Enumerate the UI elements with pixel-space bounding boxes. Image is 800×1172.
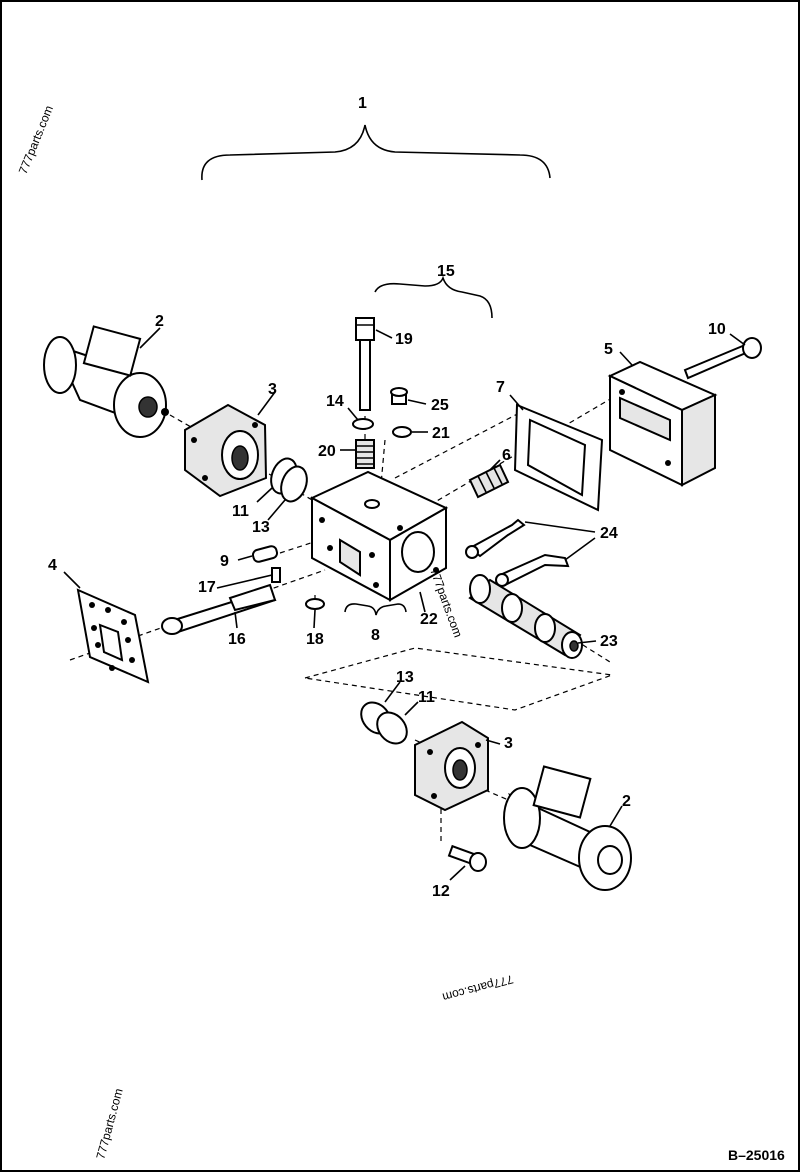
watermark: 777parts.com bbox=[93, 1087, 125, 1161]
leader bbox=[729, 333, 746, 346]
callout-4: 4 bbox=[48, 557, 57, 574]
callout-13-top: 13 bbox=[252, 519, 270, 536]
leader bbox=[485, 739, 501, 745]
gasket-7 bbox=[513, 403, 604, 512]
leader bbox=[63, 571, 81, 589]
leader bbox=[267, 499, 286, 521]
o-ring-14 bbox=[352, 418, 374, 430]
callout-12: 12 bbox=[432, 883, 450, 900]
callout-16: 16 bbox=[228, 631, 246, 648]
callout-25: 25 bbox=[431, 397, 449, 414]
leader bbox=[489, 459, 501, 471]
washer-21 bbox=[392, 426, 412, 438]
callout-15: 15 bbox=[437, 263, 455, 280]
leader bbox=[609, 805, 623, 827]
callout-7: 7 bbox=[496, 379, 505, 396]
figure-code: B–25016 bbox=[728, 1147, 785, 1163]
levers-24 bbox=[465, 518, 570, 587]
callout-5: 5 bbox=[604, 341, 613, 358]
leader bbox=[577, 640, 597, 644]
leader bbox=[619, 351, 633, 366]
leader bbox=[139, 327, 161, 349]
guide-line bbox=[279, 539, 321, 554]
callout-11-bottom: 11 bbox=[418, 689, 435, 706]
o-ring-13-top bbox=[280, 465, 308, 503]
valve-stem-19 bbox=[355, 317, 375, 411]
leader bbox=[509, 394, 524, 411]
leader bbox=[419, 591, 426, 613]
screw-12 bbox=[447, 844, 487, 872]
callout-21: 21 bbox=[432, 425, 450, 442]
washer-18 bbox=[305, 598, 325, 610]
plug-25 bbox=[390, 387, 408, 405]
o-ring-11-bottom bbox=[376, 711, 408, 745]
callout-17: 17 bbox=[198, 579, 216, 596]
leader bbox=[449, 865, 466, 881]
pin-9 bbox=[251, 545, 279, 563]
leader bbox=[524, 521, 596, 533]
callout-3-bottom: 3 bbox=[504, 735, 513, 752]
flange-top bbox=[184, 403, 268, 498]
callout-19: 19 bbox=[395, 331, 413, 348]
callout-22: 22 bbox=[420, 611, 438, 628]
leader bbox=[564, 537, 596, 561]
brace-assembly-1 bbox=[201, 124, 551, 181]
callout-24: 24 bbox=[600, 525, 618, 542]
solenoid-coil-top bbox=[43, 325, 169, 438]
callout-13-bottom: 13 bbox=[396, 669, 414, 686]
leader bbox=[313, 609, 316, 629]
callout-20: 20 bbox=[318, 443, 336, 460]
brace-8 bbox=[344, 603, 407, 616]
callout-10: 10 bbox=[708, 321, 726, 338]
callout-11-top: 11 bbox=[232, 503, 249, 520]
callout-2-bottom: 2 bbox=[622, 793, 631, 810]
callout-6: 6 bbox=[502, 447, 511, 464]
callout-9: 9 bbox=[220, 553, 229, 570]
leader bbox=[347, 407, 359, 421]
guide-line bbox=[304, 647, 613, 711]
valve-body bbox=[309, 470, 449, 602]
leader bbox=[257, 391, 276, 416]
leader bbox=[234, 611, 238, 629]
guide-line bbox=[574, 639, 611, 663]
callout-14: 14 bbox=[326, 393, 344, 410]
callout-1: 1 bbox=[358, 95, 367, 112]
leader bbox=[407, 399, 427, 405]
solenoid-coil-bottom bbox=[503, 765, 632, 891]
brace-assembly-15 bbox=[374, 275, 493, 319]
gasket-plate-4 bbox=[76, 588, 150, 684]
guide-line bbox=[169, 414, 206, 436]
watermark: 777parts.com bbox=[427, 566, 465, 639]
spring-20 bbox=[355, 439, 375, 469]
leader bbox=[375, 329, 393, 339]
callout-23: 23 bbox=[600, 633, 618, 650]
leader bbox=[256, 487, 273, 503]
watermark: 777parts.com bbox=[441, 972, 515, 1004]
spool-23 bbox=[468, 574, 583, 659]
callout-18: 18 bbox=[306, 631, 324, 648]
flange-bottom bbox=[414, 720, 489, 812]
cover-5 bbox=[607, 360, 718, 487]
watermark: 777parts.com bbox=[16, 103, 56, 176]
guide-line bbox=[394, 409, 526, 479]
callout-2-top: 2 bbox=[155, 313, 164, 330]
leader bbox=[237, 555, 253, 561]
lever-16 bbox=[161, 567, 281, 635]
leader bbox=[384, 681, 401, 703]
guide-line bbox=[429, 397, 613, 506]
spring-6 bbox=[468, 463, 510, 499]
callout-8: 8 bbox=[371, 627, 380, 644]
bolt-10 bbox=[683, 337, 762, 380]
leader bbox=[404, 701, 419, 716]
callout-3-top: 3 bbox=[268, 381, 277, 398]
leader bbox=[216, 574, 273, 589]
